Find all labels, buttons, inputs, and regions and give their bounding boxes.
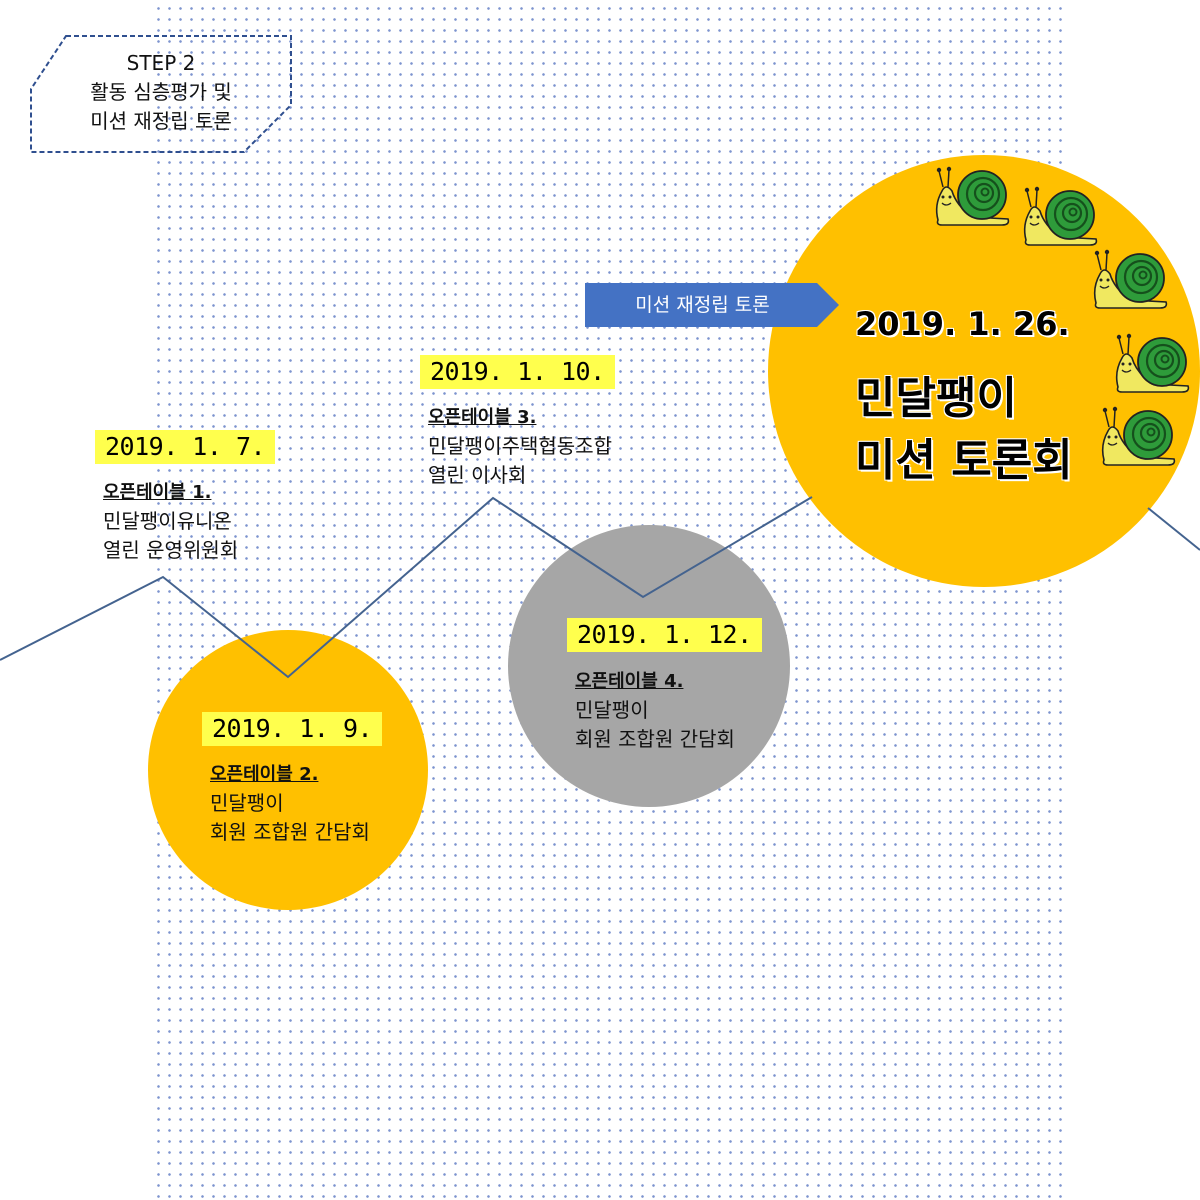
arrow-label-text: 미션 재정립 토론	[635, 294, 770, 316]
step-box-text: STEP 2 활동 심층평가 및 미션 재정립 토론	[30, 49, 292, 136]
event-line-3a: 민달팽이주택협동조합	[428, 434, 612, 458]
step-desc-line-1: 활동 심층평가 및	[90, 80, 232, 104]
event-date-4: 2019. 1. 12.	[567, 618, 762, 652]
event-line-1a: 민달팽이유니온	[103, 509, 232, 533]
event-date-1: 2019. 1. 7.	[95, 430, 276, 464]
main-event-title-line-2: 미션 토론회	[855, 435, 1073, 486]
event-title-1: 오픈테이블 1.	[103, 482, 212, 503]
event-text-3: 오픈테이블 3. 민달팽이주택협동조합 열린 이사회	[428, 403, 612, 490]
snail-icon	[1020, 185, 1100, 247]
snail-icon	[1098, 405, 1178, 467]
main-event-date: 2019. 1. 26.	[855, 305, 1070, 343]
step-label: STEP 2	[126, 51, 196, 75]
snail-icon	[1090, 248, 1170, 310]
main-event-title: 민달팽이 미션 토론회	[855, 368, 1073, 492]
snail-icon	[1112, 332, 1192, 394]
event-text-4: 오픈테이블 4. 민달팽이 회원 조합원 간담회	[575, 667, 735, 754]
event-circle-4	[508, 525, 790, 807]
main-event-title-line-1: 민달팽이	[855, 373, 1017, 424]
arrow-shape	[585, 283, 839, 327]
step-box: STEP 2 활동 심층평가 및 미션 재정립 토론	[30, 35, 292, 153]
snail-icon	[932, 165, 1012, 227]
event-title-2: 오픈테이블 2.	[210, 764, 319, 785]
event-line-1b: 열린 운영위원회	[103, 538, 239, 562]
event-text-1: 오픈테이블 1. 민달팽이유니온 열린 운영위원회	[103, 478, 238, 565]
event-line-2a: 민달팽이	[210, 791, 284, 815]
event-date-3: 2019. 1. 10.	[420, 355, 615, 389]
event-line-4a: 민달팽이	[575, 698, 649, 722]
event-line-2b: 회원 조합원 간담회	[210, 820, 370, 844]
mission-arrow-label: 미션 재정립 토론	[585, 283, 840, 327]
event-date-2: 2019. 1. 9.	[202, 712, 383, 746]
event-title-4: 오픈테이블 4.	[575, 671, 684, 692]
event-line-4b: 회원 조합원 간담회	[575, 727, 735, 751]
event-line-3b: 열린 이사회	[428, 463, 527, 487]
step-box-frame	[30, 35, 292, 153]
event-text-2: 오픈테이블 2. 민달팽이 회원 조합원 간담회	[210, 760, 370, 847]
step-desc-line-2: 미션 재정립 토론	[90, 109, 232, 133]
event-title-3: 오픈테이블 3.	[428, 407, 537, 428]
